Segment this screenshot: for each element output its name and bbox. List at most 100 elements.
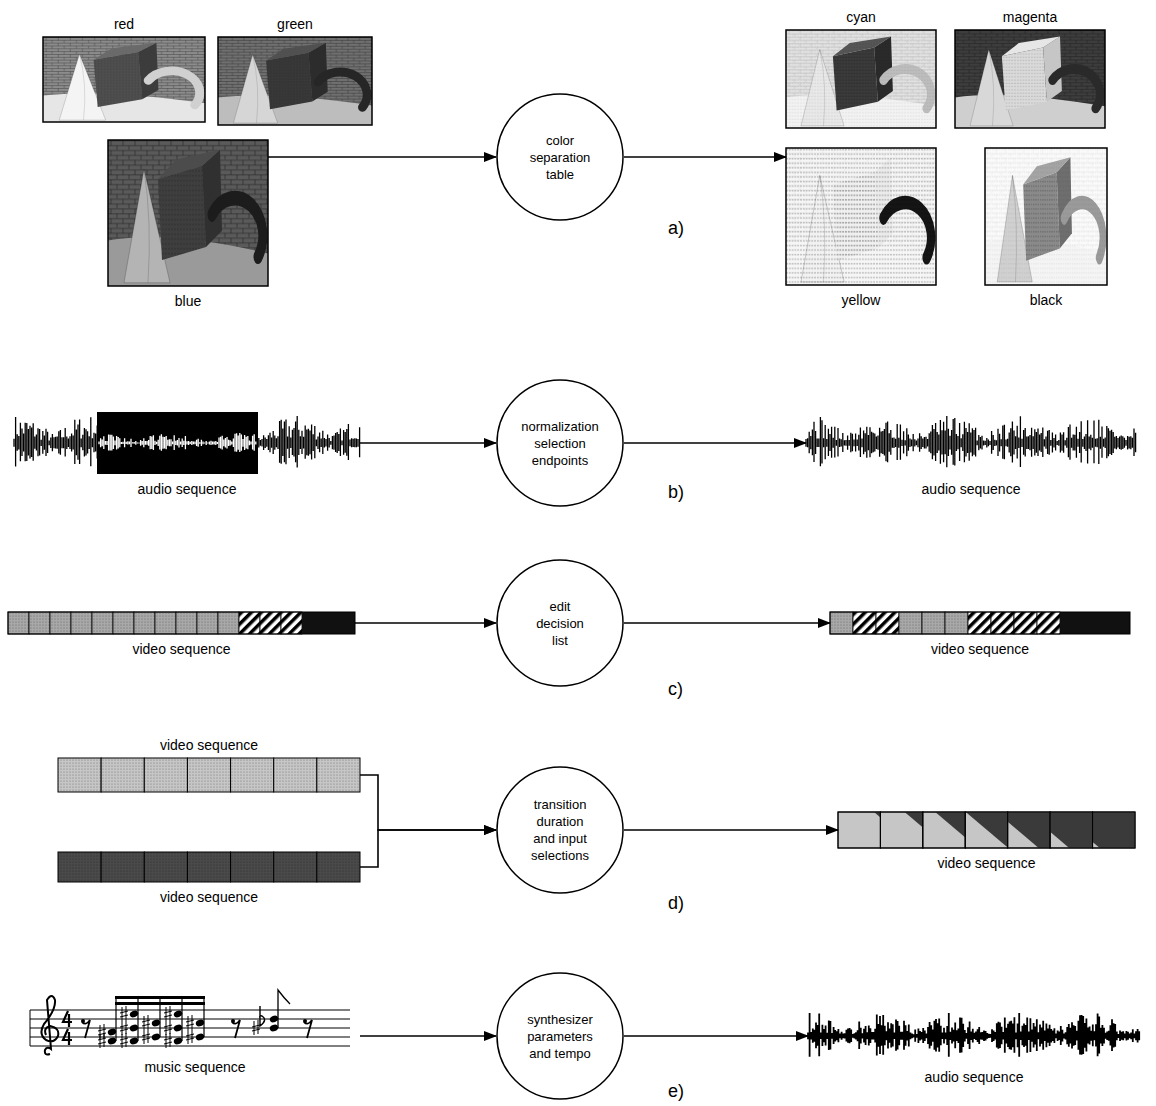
media-label: blue <box>68 292 308 310</box>
frame-texture <box>317 758 360 792</box>
audio-waveform <box>806 416 1136 467</box>
video-frame <box>231 852 274 882</box>
photo-frame <box>218 37 372 125</box>
frame-texture <box>71 612 92 634</box>
video-frame <box>302 612 355 634</box>
sharp-sign <box>120 1006 128 1021</box>
video-frame <box>176 612 197 634</box>
frame-texture <box>317 852 360 882</box>
video-frame <box>317 758 360 792</box>
row-letter: a) <box>668 218 684 238</box>
video-frame <box>853 612 876 634</box>
frame-texture <box>155 612 176 634</box>
circle-outline <box>497 973 623 1099</box>
frame-texture <box>922 612 945 634</box>
rest-symbol <box>81 1019 85 1023</box>
video-frame <box>965 812 1007 848</box>
staff-line <box>30 1028 350 1029</box>
frame-texture <box>176 612 197 634</box>
frame-texture <box>274 758 317 792</box>
video-frame <box>58 758 101 792</box>
circle-content: color separation table <box>496 93 624 221</box>
video-strip: video sequence <box>838 812 1135 872</box>
process-circle: transition duration and input selections <box>496 766 624 894</box>
frame-texture <box>92 612 113 634</box>
video-frame <box>155 612 176 634</box>
frame-texture <box>144 852 187 882</box>
media-label: video sequence <box>18 736 400 754</box>
sharp-sign <box>164 1020 172 1035</box>
media-label: music sequence <box>0 1058 400 1076</box>
media-label: audio sequence <box>766 480 1156 498</box>
photo-frame <box>786 30 936 128</box>
media-label: video sequence <box>0 640 395 658</box>
video-frame <box>1093 812 1135 848</box>
video-frame <box>830 612 853 634</box>
frame-texture <box>187 852 230 882</box>
process-circle: normalization selection endpoints <box>496 379 624 507</box>
circle-outline <box>496 766 624 894</box>
staff-line <box>30 1010 350 1011</box>
media-label: cyan <box>746 8 976 26</box>
frame-texture <box>197 612 218 634</box>
video-frame <box>281 612 302 634</box>
image-panel: red <box>43 15 205 122</box>
video-strip: video sequence <box>58 736 360 792</box>
media-label: yellow <box>746 291 976 309</box>
video-frame <box>922 612 945 634</box>
rest-symbol <box>82 1020 90 1038</box>
media-label: magenta <box>915 8 1145 26</box>
frame-texture <box>144 758 187 792</box>
frame-texture <box>29 612 50 634</box>
video-frame <box>101 758 144 792</box>
media-label: red <box>3 15 245 33</box>
media-label: audio sequence <box>0 480 400 498</box>
video-frame <box>1008 812 1050 848</box>
flow-arrow <box>624 156 786 158</box>
process-text: synthesizer parameters and tempo <box>520 1011 600 1062</box>
sharp-sign <box>142 1015 150 1030</box>
photo-frame <box>108 140 268 286</box>
frame-texture <box>8 612 29 634</box>
photo-separation <box>786 30 936 128</box>
video-strip: video sequence <box>830 612 1130 658</box>
rest-symbol <box>303 1019 307 1023</box>
flow-arrow <box>355 622 496 624</box>
frame-texture <box>58 758 101 792</box>
sharp-sign <box>142 1029 150 1044</box>
media-label: green <box>178 15 412 33</box>
circle-text-block: color separation table <box>514 132 606 183</box>
frame-texture <box>113 612 134 634</box>
flow-arrow <box>268 156 496 158</box>
media-label: black <box>945 291 1147 309</box>
frame-texture <box>50 612 71 634</box>
video-frame <box>29 612 50 634</box>
rest-symbol <box>232 1020 240 1038</box>
sharp-sign <box>120 1033 128 1048</box>
video-frame <box>991 612 1014 634</box>
staff-line <box>30 1010 31 1046</box>
video-frame <box>1050 812 1092 848</box>
flow-arrow <box>360 1035 496 1037</box>
waveform-panel: audio sequence <box>14 412 360 498</box>
video-frame <box>239 612 260 634</box>
flow-arrow <box>360 775 496 830</box>
video-strip: video sequence <box>58 852 360 906</box>
note-beam <box>115 996 205 999</box>
image-panel: cyan <box>786 8 936 128</box>
image-panel: black <box>985 148 1107 309</box>
video-frame <box>218 612 239 634</box>
video-frame <box>968 612 991 634</box>
video-frame <box>144 852 187 882</box>
frame-texture <box>134 612 155 634</box>
video-frame <box>838 812 880 848</box>
photo-frame <box>985 148 1107 285</box>
circle-outline <box>497 380 623 506</box>
row-letter: b) <box>668 482 684 502</box>
photo-frame <box>786 148 936 285</box>
video-frame <box>134 612 155 634</box>
wipe-area <box>905 812 923 828</box>
video-frame <box>50 612 71 634</box>
video-frame <box>144 758 187 792</box>
